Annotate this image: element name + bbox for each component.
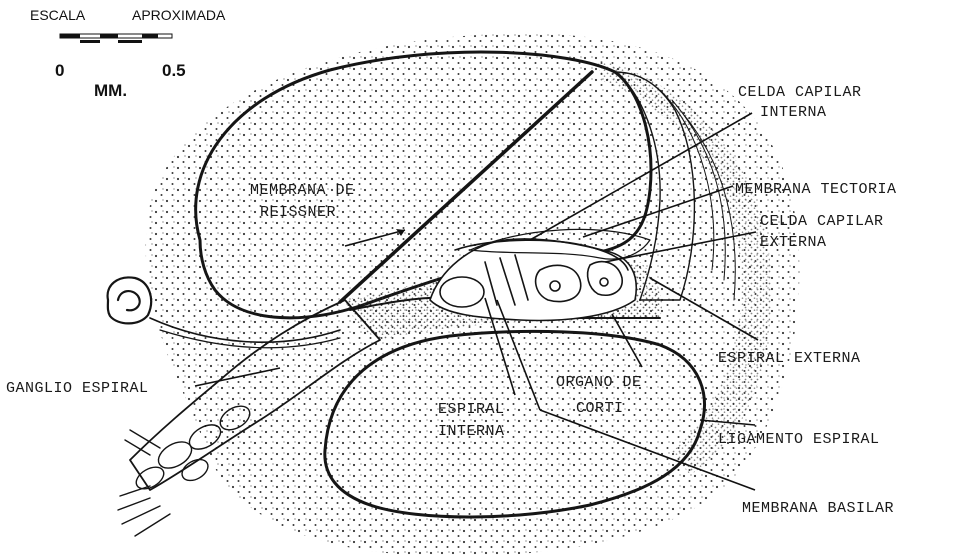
modiolus-fragment: [108, 277, 152, 323]
label-ligamento-espiral: LIGAMENTO ESPIRAL: [718, 431, 880, 448]
label-membrana-reissner-1: MEMBRANA DE: [250, 182, 355, 199]
scale-title-right: APROXIMADA: [132, 7, 226, 23]
label-espiral-interna-1: ESPIRAL: [438, 401, 505, 418]
label-membrana-basilar: MEMBRANA BASILAR: [742, 500, 894, 517]
scale-title-left: ESCALA: [30, 7, 86, 23]
label-organo-corti-1: ORGANO DE: [556, 374, 642, 391]
scale-unit: MM.: [94, 81, 127, 100]
label-espiral-externa: ESPIRAL EXTERNA: [718, 350, 861, 367]
label-membrana-tectoria: MEMBRANA TECTORIA: [735, 181, 897, 198]
label-celda-capilar-interna-2: INTERNA: [760, 104, 827, 121]
label-celda-capilar-externa-2: EXTERNA: [760, 234, 827, 251]
label-organo-corti-2: CORTI: [576, 400, 624, 417]
label-ganglio-espiral: GANGLIO ESPIRAL: [6, 380, 149, 397]
label-membrana-reissner-2: REISSNER: [260, 204, 336, 221]
label-celda-capilar-interna-1: CELDA CAPILAR: [738, 84, 862, 101]
label-celda-capilar-externa-1: CELDA CAPILAR: [760, 213, 884, 230]
scale-max: 0.5: [162, 61, 186, 80]
scale-min: 0: [55, 61, 64, 80]
label-espiral-interna-2: INTERNA: [438, 423, 505, 440]
scale-bar: ESCALA APROXIMADA 0 0.5 MM.: [30, 7, 226, 100]
